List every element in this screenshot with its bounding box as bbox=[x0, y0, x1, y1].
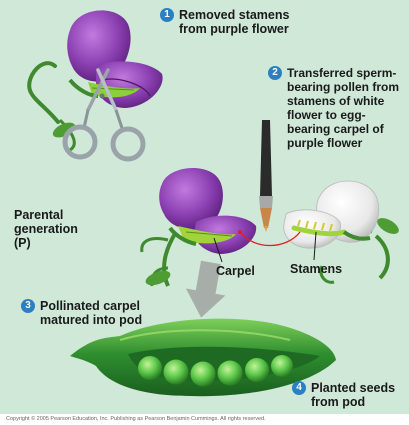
step-1: 1 Removed stamens from purple flower bbox=[160, 8, 289, 36]
step-3: 3 Pollinated carpel matured into pod bbox=[21, 299, 142, 327]
step-3-badge: 3 bbox=[21, 299, 35, 313]
carpel-label: Carpel bbox=[216, 264, 255, 278]
step-4: 4 Planted seeds from pod bbox=[292, 381, 395, 409]
parental-generation-label: Parental generation (P) bbox=[14, 208, 78, 250]
step-2-text: Transferred sperm- bearing pollen from s… bbox=[287, 66, 399, 150]
step-4-badge: 4 bbox=[292, 381, 306, 395]
step-2-badge: 2 bbox=[268, 66, 282, 80]
step-1-badge: 1 bbox=[160, 8, 174, 22]
purple-flower-top bbox=[29, 10, 162, 150]
step-1-text: Removed stamens from purple flower bbox=[179, 8, 289, 36]
step-4-text: Planted seeds from pod bbox=[311, 381, 395, 409]
stamens-label: Stamens bbox=[290, 262, 342, 276]
step-2: 2 Transferred sperm- bearing pollen from… bbox=[268, 66, 399, 150]
step-3-text: Pollinated carpel matured into pod bbox=[40, 299, 142, 327]
copyright-notice: Copyright © 2005 Pearson Education, Inc.… bbox=[6, 416, 266, 422]
